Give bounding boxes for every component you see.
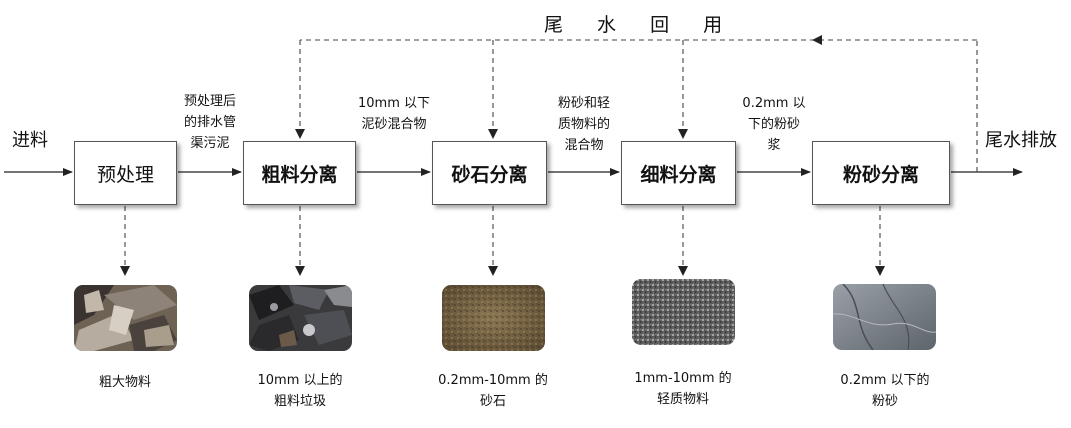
output-label: 尾水排放: [985, 130, 1057, 151]
output-caption-2: 10mm 以上的 粗料垃圾: [257, 373, 343, 409]
flow-label-4: 0.2mm 以 下的粉砂 浆: [742, 96, 806, 153]
silt-photo: [833, 284, 936, 350]
flow-label-2: 10mm 以下 泥砂混合物: [357, 96, 430, 132]
sand-gravel-photo: [442, 285, 545, 351]
debris-photo: [74, 285, 177, 351]
output-caption-1: 粗大物料: [98, 375, 151, 390]
output-caption-3: 0.2mm-10mm 的 砂石: [438, 373, 548, 409]
stage-pretreatment: 预处理: [74, 141, 177, 205]
recycle-arrow-down-2: [488, 129, 498, 139]
stage-silt-separation: 粉砂分离: [812, 141, 950, 205]
stage-coarse-separation: 粗料分离: [243, 141, 356, 205]
recycle-arrow-left: [812, 35, 822, 45]
stage-fine-separation: 细料分离: [621, 141, 736, 205]
output-caption-5: 0.2mm 以下的 粉砂: [840, 373, 930, 409]
flow-label-3: 粉砂和轻 质物料的 混合物: [557, 96, 610, 153]
input-label: 进料: [12, 130, 48, 151]
output-caption-4: 1mm-10mm 的 轻质物料: [634, 371, 732, 407]
flow-label-1: 预处理后 的排水管 渠污泥: [183, 94, 236, 151]
coarse-waste-photo: [249, 285, 352, 351]
recycle-arrow-down-3: [678, 129, 688, 139]
stage-sand-gravel-separation: 砂石分离: [432, 141, 547, 205]
recycle-arrow-down-1: [295, 129, 305, 139]
light-material-photo: [632, 279, 735, 345]
recycle-title: 尾 水 回 用: [544, 14, 737, 36]
